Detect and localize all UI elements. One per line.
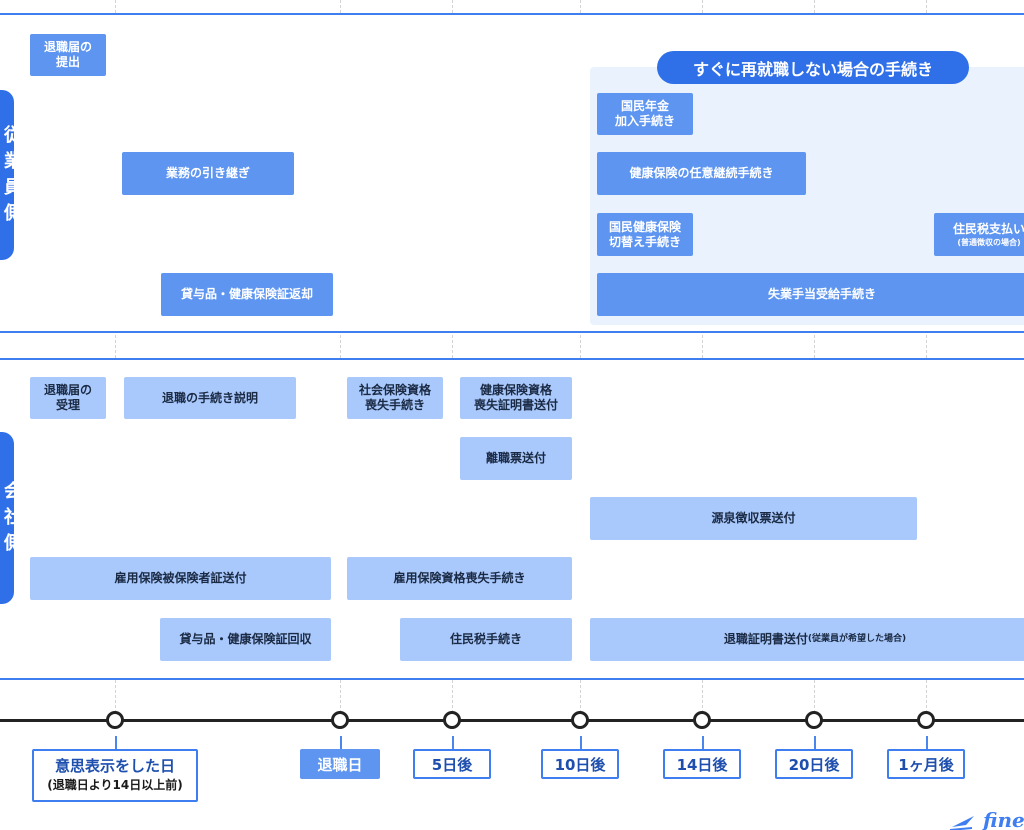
timeline-label-20days: 20日後 [775,749,853,779]
task-label: 雇用保険資格喪失手続き [393,571,526,585]
task-label: 住民税支払い [952,221,1024,236]
timeline-label-text: 退職日 [317,755,363,774]
connector-5days [452,736,454,750]
timeline-label-intent: 意思表示をした日 (退職日より14日以上前) [32,749,198,802]
task-employment-insurance-loss: 雇用保険資格喪失手続き [347,557,572,600]
task-label: 業務の引き継ぎ [165,166,250,180]
timeline-node-20days [805,711,823,729]
task-label: 貸与品・健康保険証返却 [180,287,313,301]
bird-icon [950,815,974,830]
task-collect-items: 貸与品・健康保険証回収 [160,618,331,661]
brand-logo: fine [950,808,1024,830]
connector-10days [580,736,582,750]
task-withholding-slip: 源泉徴収票送付 [590,497,917,540]
task-label: 住民税手続き [449,632,522,646]
no-reemployment-title: すぐに再就職しない場合の手続き [657,51,969,84]
task-label: 国民年金 加入手続き [614,99,675,128]
timeline-axis [0,719,1024,722]
task-return-items: 貸与品・健康保険証返却 [161,273,333,316]
task-label: 社会保険資格 喪失手続き [358,383,431,412]
timeline-label-5days: 5日後 [413,749,491,779]
employee-side-tab: 従業員側 [0,90,14,260]
task-unemployment: 失業手当受給手続き [597,273,1024,316]
task-label: 退職証明書送付 [723,632,808,646]
task-health-loss-cert: 健康保険資格 喪失証明書送付 [460,377,572,419]
task-label: 退職届の 提出 [43,40,92,69]
task-label: 国民健康保険 切替え手続き [608,219,681,249]
task-employment-insurance-card: 雇用保険被保険者証送付 [30,557,331,600]
task-handover: 業務の引き継ぎ [122,152,294,195]
task-employment-cert: 退職証明書送付 (従業員が希望した場合) [590,618,1024,661]
task-label: 退職の手続き説明 [161,390,258,405]
task-national-pension: 国民年金 加入手続き [597,93,693,135]
task-resident-tax-pay: 住民税支払い (普通徴収の場合) [934,213,1024,256]
task-procedure-explain: 退職の手続き説明 [124,377,296,419]
timeline-node-14days [693,711,711,729]
task-note: (普通徴収の場合) [957,237,1021,247]
timeline-label-1month: 1ヶ月後 [887,749,965,779]
brand-logo-text: fine [982,808,1024,830]
connector-1month [926,736,928,750]
task-label: 健康保険の任意継続手続き [629,166,774,180]
timeline-label-text: 5日後 [431,755,473,774]
task-resignation-receive: 退職届の 受理 [30,377,106,419]
task-social-insurance-loss: 社会保険資格 喪失手続き [347,377,443,419]
timeline-label-retirement: 退職日 [300,749,380,779]
connector-20days [814,736,816,750]
timeline-label-text: 意思表示をした日 [54,756,175,775]
timeline-label-text: 20日後 [788,755,840,774]
task-label: 源泉徴収票送付 [711,511,796,525]
timeline-label-text: 14日後 [676,755,728,774]
task-resident-tax-proc: 住民税手続き [400,618,572,661]
task-label: 退職届の 受理 [43,383,92,412]
company-side-tab: 会社側 [0,432,14,604]
company-side-tab-label: 会社側 [4,481,14,554]
task-label: 健康保険資格 喪失証明書送付 [473,383,558,412]
connector-retirement [340,736,342,750]
task-nhi-switch: 国民健康保険 切替え手続き [597,213,693,256]
connector-14days [702,736,704,750]
timeline-label-14days: 14日後 [663,749,741,779]
timeline-node-retirement [331,711,349,729]
timeline-node-10days [571,711,589,729]
timeline-node-intent [106,711,124,729]
task-note: (従業員が希望した場合) [807,634,907,644]
timeline-label-note: (退職日より14日以上前) [47,777,183,792]
task-resignation-submit: 退職届の 提出 [30,34,106,76]
employee-side-tab-label: 従業員側 [4,125,14,224]
timeline-label-10days: 10日後 [541,749,619,779]
timeline-label-text: 10日後 [554,755,606,774]
task-separation-slip: 離職票送付 [460,437,572,480]
task-label: 失業手当受給手続き [767,287,876,301]
task-label: 離職票送付 [485,451,546,465]
connector-intent [115,736,117,750]
task-label: 雇用保険被保険者証送付 [114,571,247,585]
task-health-continuation: 健康保険の任意継続手続き [597,152,806,195]
timeline-node-5days [443,711,461,729]
task-label: 貸与品・健康保険証回収 [179,632,312,646]
timeline-node-1month [917,711,935,729]
timeline-label-text: 1ヶ月後 [898,755,954,774]
